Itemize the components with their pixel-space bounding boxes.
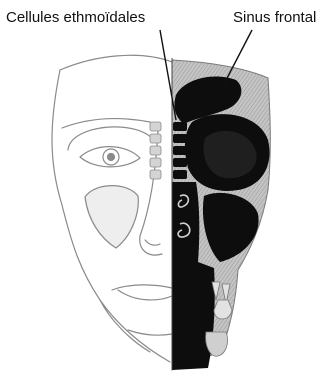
ethmoid-bone-bars xyxy=(150,122,161,179)
skull-section xyxy=(172,60,270,370)
ethmoid-cells-label: Cellules ethmoïdales xyxy=(6,9,145,27)
frontal-sinus-label: Sinus frontal xyxy=(233,9,316,27)
face-outline xyxy=(52,55,172,362)
ethmoid-cells xyxy=(173,122,187,179)
